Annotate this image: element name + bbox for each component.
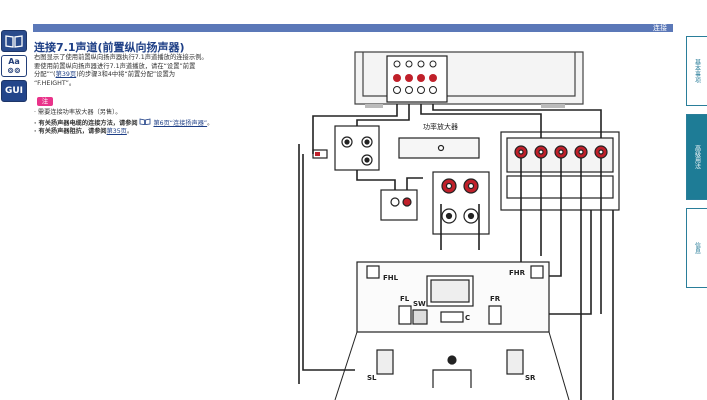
tab-info[interactable]: 信息 <box>686 208 707 288</box>
page-title: 连接7.1声道(前置纵向扬声器) <box>34 41 185 54</box>
desc-line-1: 右图显示了使用前置纵向扬声器执行7.1声道播放的连接示例。 <box>34 54 208 61</box>
power-amplifier <box>398 137 480 159</box>
link-page-35[interactable]: 第35页 <box>106 128 127 135</box>
label-fl: FL <box>400 295 410 303</box>
tab-info-label: 信息 <box>693 242 701 254</box>
tab-basics-label: 基本事项 <box>693 59 701 83</box>
gui-icon[interactable]: GUI <box>1 80 27 102</box>
receiver-terminals <box>393 60 437 94</box>
note-item-tail: 。 <box>126 128 134 135</box>
aa-icon[interactable]: Aa ⊚⊚ <box>1 55 27 77</box>
tab-advanced[interactable]: 高级用法 <box>686 114 707 200</box>
note-item-tail: 。 <box>207 119 214 127</box>
note-badge: 注 <box>37 97 53 106</box>
note-item: · 有关扬声器阻抗，请参阅第35页。 <box>34 128 264 137</box>
aa-icon-label: Aa <box>8 57 20 66</box>
link-page-6[interactable]: 第6页“连接扬声器” <box>153 119 208 127</box>
section-header-bar: 连接 <box>33 24 673 32</box>
desc-line-2: 要使用前置纵向扬声器进行7.1声道播放，请在“设置”前置 分配”“(第39页)的… <box>34 63 256 80</box>
label-fhr: FHR <box>509 269 526 277</box>
note-item-text: · 有关扬声器阻抗，请参阅 <box>34 128 107 135</box>
note-item-text: · 有关扬声器电缆的连接方法，请参阅 <box>34 119 138 127</box>
note-item: · 需要连接功率放大器（另售）。 <box>34 109 264 118</box>
label-sl: SL <box>367 374 377 382</box>
notes-list: · 需要连接功率放大器（另售）。 · 有关扬声器电缆的连接方法，请参阅 第6页“… <box>34 109 264 137</box>
link-page-39[interactable]: 第39页 <box>55 71 77 78</box>
book-icon <box>140 118 151 125</box>
label-fhl: FHL <box>383 274 399 282</box>
book-icon[interactable] <box>1 30 27 52</box>
gui-icon-label: GUI <box>4 86 24 96</box>
amp-label: 功率放大器 <box>423 122 458 131</box>
speaker-room <box>356 261 550 388</box>
connection-diagram: 功率放大器 <box>298 51 620 400</box>
label-sr: SR <box>525 374 536 382</box>
label-sw: SW <box>413 300 426 308</box>
glasses-glyph: ⊚⊚ <box>7 66 21 75</box>
desc-line-2-c: )的步骤3和4中将“前置分配”设置为 <box>76 71 176 78</box>
desc-line-2-b: 分配”“( <box>34 71 56 78</box>
description: 右图显示了使用前置纵向扬声器执行7.1声道播放的连接示例。 要使用前置纵向扬声器… <box>34 54 256 88</box>
left-icon-rail: Aa ⊚⊚ GUI <box>0 30 28 105</box>
label-c: C <box>465 314 470 322</box>
tab-basics[interactable]: 基本事项 <box>686 36 707 106</box>
desc-line-3: “F.HEIGHT”。 <box>34 79 76 87</box>
note-item-text: · 需要连接功率放大器（另售）。 <box>34 109 122 116</box>
desc-line-2-a: 要使用前置纵向扬声器进行7.1声道播放，请在“设置”前置 <box>34 62 196 70</box>
note-item: · 有关扬声器电缆的连接方法，请参阅 第6页“连接扬声器”。 <box>34 118 264 129</box>
label-fr: FR <box>490 295 501 303</box>
tab-advanced-label: 高级用法 <box>693 145 701 169</box>
breadcrumb: 连接 <box>653 24 667 32</box>
